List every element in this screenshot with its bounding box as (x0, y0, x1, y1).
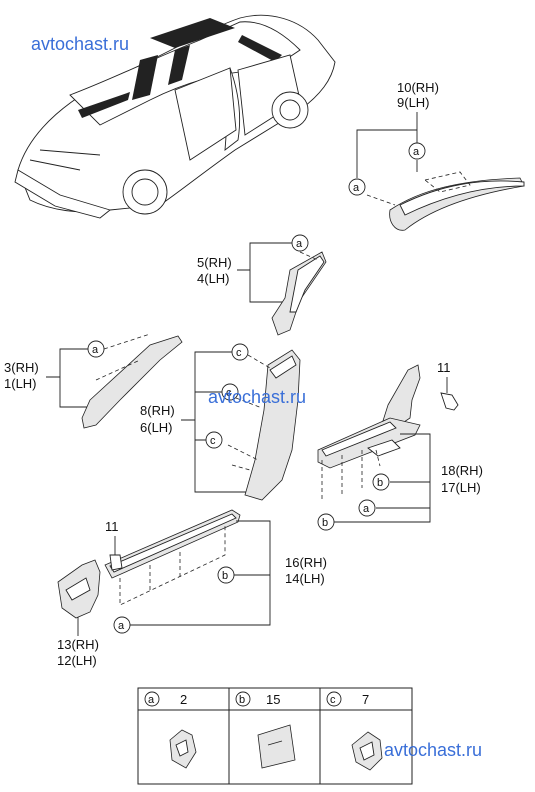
legend-cell-a: a 2 (144, 691, 197, 769)
svg-text:1(LH): 1(LH) (4, 376, 37, 391)
svg-text:a: a (363, 503, 370, 515)
watermark-middle: avtochast.ru (208, 387, 306, 407)
svg-text:c: c (236, 347, 242, 359)
callout-a-5: a (291, 234, 309, 252)
svg-text:a: a (92, 344, 99, 356)
legend-cell-c: c 7 (326, 691, 383, 771)
svg-text:14(LH): 14(LH) (285, 571, 325, 586)
svg-text:a: a (413, 146, 420, 158)
callout-a-18: a (358, 499, 376, 517)
svg-text:18(RH): 18(RH) (441, 463, 483, 478)
clip-11-bottom: 11 (105, 519, 123, 571)
callout-b-18-bottom: b (317, 513, 335, 531)
part-5-4-group: 5(RH) 4(LH) (197, 242, 327, 336)
callout-a-10-top: a (408, 142, 426, 160)
watermark-top: avtochast.ru (31, 34, 129, 54)
callout-b-16: b (217, 566, 235, 584)
svg-text:c: c (226, 387, 232, 399)
svg-text:a: a (118, 620, 125, 632)
svg-text:9(LH): 9(LH) (397, 95, 430, 110)
svg-text:13(RH): 13(RH) (57, 637, 99, 652)
callout-b-18: b (372, 473, 390, 491)
svg-text:a: a (296, 238, 303, 250)
svg-text:7: 7 (362, 692, 369, 707)
svg-text:12(LH): 12(LH) (57, 653, 97, 668)
svg-text:6(LH): 6(LH) (140, 420, 173, 435)
clip-11-top: 11 (437, 360, 459, 411)
svg-text:2: 2 (180, 692, 187, 707)
clip-11-bottom-label: 11 (105, 519, 119, 534)
part-9-number: 9 (397, 95, 404, 110)
svg-text:c: c (210, 435, 216, 447)
svg-text:4(LH): 4(LH) (197, 271, 230, 286)
callout-c-8-mid: c (221, 383, 239, 401)
svg-text:b: b (377, 477, 383, 489)
callout-a-16: a (113, 616, 131, 634)
legend-table: a 2 b 15 c 7 (137, 687, 413, 785)
svg-text:b: b (222, 570, 228, 582)
callout-c-8-top: c (231, 343, 249, 361)
callout-c-8-bottom: c (205, 431, 223, 449)
svg-text:10(RH): 10(RH) (397, 80, 439, 95)
part-9-side: (LH) (404, 95, 429, 110)
part-10-9-group: 10(RH) 9(LH) (356, 80, 525, 231)
watermark-bottom: avtochast.ru (384, 740, 482, 760)
legend-cell-b: b 15 (235, 691, 296, 769)
part-10-number: 10 (397, 80, 411, 95)
clip-11-top-label: 11 (437, 360, 451, 375)
callout-a-3: a (87, 340, 105, 358)
part-3-1-group: 3(RH) 1(LH) (4, 333, 183, 429)
car-illustration (14, 14, 336, 219)
part-18-17-group: 18(RH) 17(LH) (317, 364, 483, 523)
part-13-12-group: 13(RH) 12(LH) (57, 559, 101, 668)
part-10-side: (RH) (411, 80, 438, 95)
svg-text:16(RH): 16(RH) (285, 555, 327, 570)
svg-text:17(LH): 17(LH) (441, 480, 481, 495)
svg-text:15: 15 (266, 692, 280, 707)
svg-text:a: a (353, 182, 360, 194)
part-16-14-group: 16(RH) 14(LH) (104, 509, 327, 626)
svg-text:b: b (239, 694, 245, 706)
svg-text:c: c (330, 694, 336, 706)
svg-text:5(RH): 5(RH) (197, 255, 232, 270)
svg-text:a: a (148, 694, 155, 706)
svg-text:3(RH): 3(RH) (4, 360, 39, 375)
callout-a-10-left: a (348, 178, 366, 196)
svg-text:8(RH): 8(RH) (140, 403, 175, 418)
part-8-6-group: 8(RH) 6(LH) (140, 349, 301, 501)
svg-text:b: b (322, 517, 328, 529)
